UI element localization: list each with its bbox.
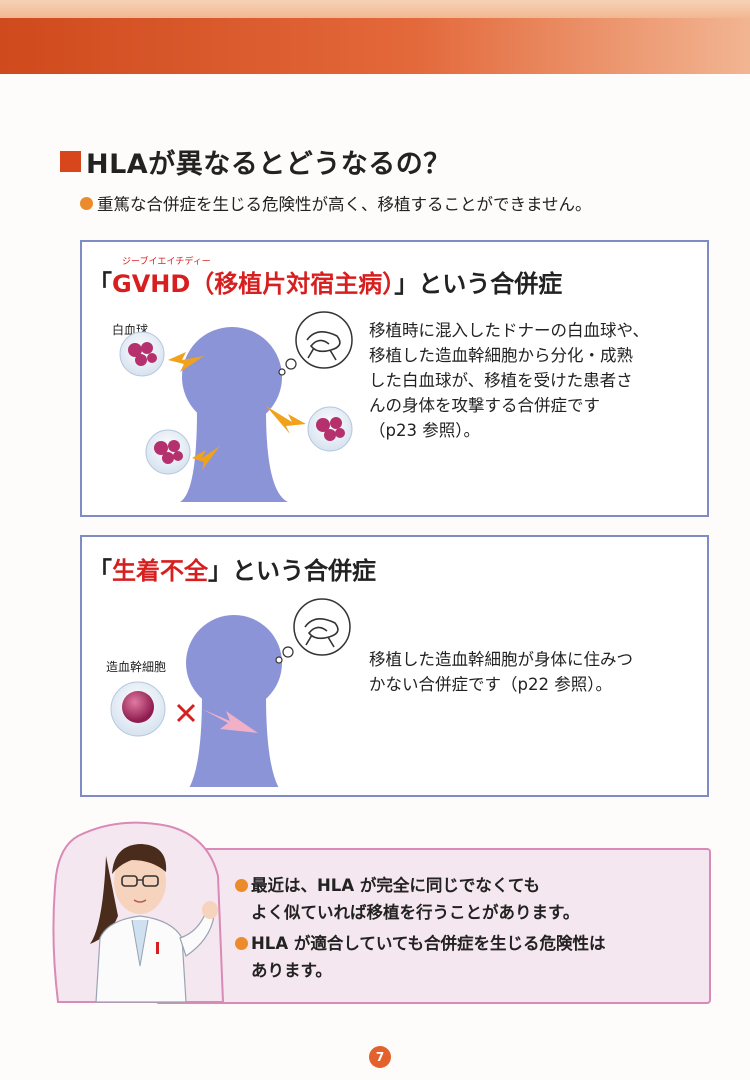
top-band	[0, 0, 750, 18]
page-number: 7	[369, 1046, 391, 1068]
summary-text: 重篤な合併症を生じる危険性が高く、移植することができません。	[97, 195, 592, 214]
note-item: HLA が適合していても合併症を生じる危険性は あります。	[235, 930, 606, 984]
patient-head-icon	[186, 615, 282, 711]
attack-arrow-icon	[168, 352, 204, 372]
gvhd-desc-line: んの身体を攻撃する合併症です	[369, 396, 600, 415]
scribble-icon	[306, 331, 341, 361]
gvhd-desc-line: した白血球が、移植を受けた患者さ	[369, 371, 633, 390]
gvhd-title-open: 「	[88, 270, 112, 298]
scribble-icon	[304, 618, 339, 648]
patient-body-icon	[189, 695, 279, 787]
bullet-dot-icon	[80, 196, 93, 210]
gvhd-title-close: 」という合併症	[394, 270, 563, 298]
engraftment-failure-box: 「生着不全」という合併症 造血幹細胞 移植した造血幹細胞が身体に住みつ かない合…	[80, 535, 709, 797]
patient-body-icon	[180, 410, 288, 502]
section-title: HLAが異なるとどうなるの？	[60, 142, 451, 181]
engraftment-description: 移植した造血幹細胞が身体に住みつ かない合併症です（p22 参照）。	[369, 647, 633, 697]
note-box: 最近は、HLA が完全に同じでなくても よく似ていれば移植を行うことがあります。…	[155, 848, 711, 1004]
header-bar	[0, 18, 750, 74]
gvhd-desc-line: 移植した造血幹細胞から分化・成熟	[369, 346, 633, 365]
engraftment-illustration	[110, 598, 351, 787]
engraftment-title-close: 」という合併症	[208, 557, 376, 585]
cross-mark-icon	[176, 703, 196, 723]
engraftment-title-open: 「	[88, 557, 112, 585]
gvhd-desc-line: 移植時に混入したドナーの白血球や、	[369, 321, 650, 340]
gvhd-box: ジーブイエイチディー 「GVHD（移植片対宿主病）」という合併症 白血球	[80, 240, 709, 517]
bullet-dot-icon	[235, 937, 248, 950]
attack-arrow-icon	[192, 446, 220, 470]
note-item: 最近は、HLA が完全に同じでなくても よく似ていれば移植を行うことがあります。	[235, 872, 579, 926]
note-line: HLA が適合していても合併症を生じる危険性は	[251, 934, 606, 953]
bullet-dot-icon	[235, 879, 248, 892]
engraftment-desc-line: かない合併症です（p22 参照）。	[369, 675, 612, 694]
failed-arrow-icon	[202, 709, 258, 733]
doctor-face-icon	[114, 850, 166, 914]
summary: 重篤な合併症を生じる危険性が高く、移植することができません。	[80, 191, 592, 215]
section-title-text: HLAが異なるとどうなるの？	[86, 149, 451, 180]
gvhd-desc-line: （p23 参照）。	[369, 421, 480, 440]
engraftment-title-red: 生着不全	[112, 557, 208, 585]
attack-arrow-icon	[266, 406, 306, 434]
stem-cell-label: 造血幹細胞	[106, 660, 167, 674]
thought-bubble-icon	[295, 311, 353, 369]
gvhd-description: 移植時に混入したドナーの白血球や、 移植した造血幹細胞から分化・成熟 した白血球…	[369, 318, 649, 443]
gvhd-title-red: GVHD（移植片対宿主病）	[112, 270, 395, 298]
thought-bubble-icon	[293, 598, 351, 656]
engraftment-desc-line: 移植した造血幹細胞が身体に住みつ	[369, 650, 633, 669]
note-line: よく似ていれば移植を行うことがあります。	[251, 903, 580, 922]
note-line: あります。	[251, 961, 332, 980]
white-blood-cell-icon	[119, 331, 165, 377]
gvhd-title: 「GVHD（移植片対宿主病）」という合併症	[88, 264, 562, 299]
gvhd-illustration	[119, 311, 353, 502]
patient-head-icon	[182, 327, 282, 427]
gvhd-ruby: ジーブイエイチディー	[122, 257, 211, 267]
engraftment-title: 「生着不全」という合併症	[88, 551, 376, 586]
doctor-illustration	[52, 821, 225, 1003]
title-square-icon	[60, 151, 81, 172]
note-line: 最近は、HLA が完全に同じでなくても	[251, 876, 541, 895]
